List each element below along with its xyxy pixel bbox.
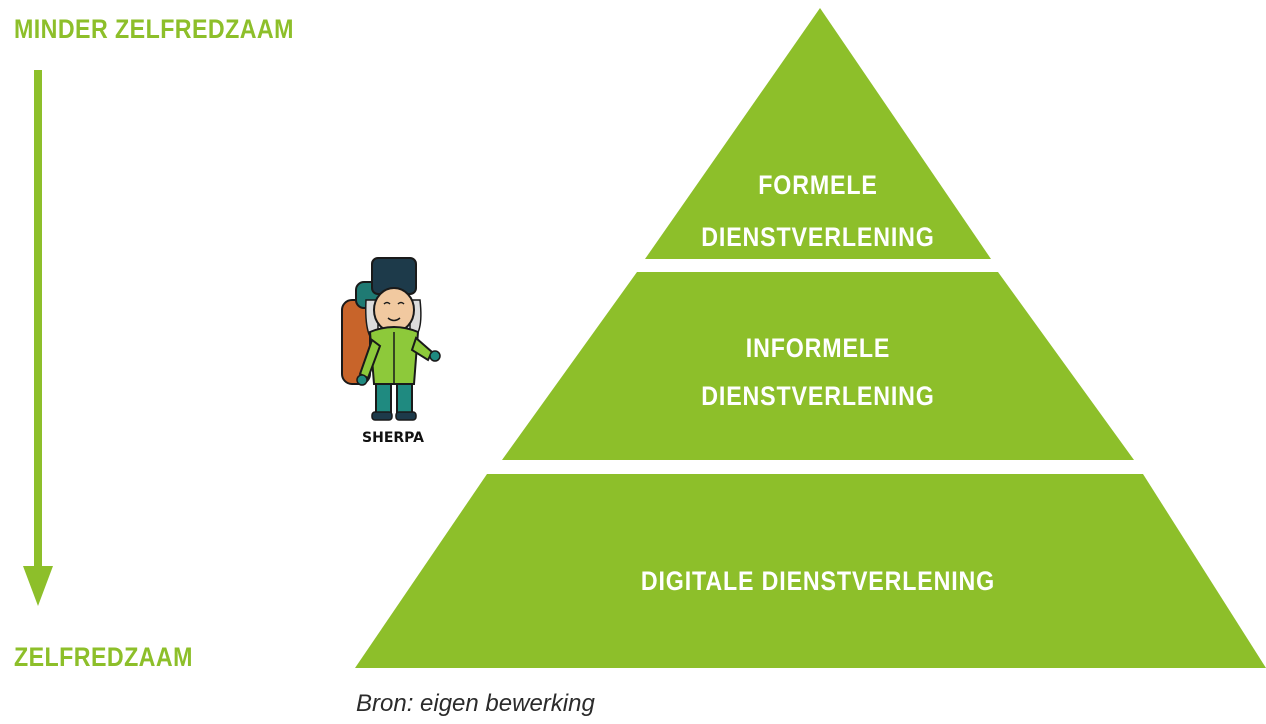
layer-formele-line-1: FORMELE [758, 170, 878, 200]
axis-label-minder-zelfredzaam: MINDER ZELFREDZAAM [14, 14, 294, 44]
pyramid-layer-formele [645, 8, 991, 259]
layer-digitale-line-1: DIGITALE DIENSTVERLENING [641, 566, 995, 596]
pyramid-layer-digitale [355, 474, 1266, 668]
down-arrow [23, 70, 53, 606]
layer-informele-line-2: DIENSTVERLENING [701, 381, 934, 411]
source-caption: Bron: eigen bewerking [356, 690, 595, 717]
layer-formele-line-2: DIENSTVERLENING [701, 222, 934, 252]
pyramid-layer-informele [502, 272, 1134, 460]
layer-informele-line-1: INFORMELE [746, 333, 890, 363]
axis-label-zelfredzaam: ZELFREDZAAM [14, 642, 193, 672]
sherpa-mascot-icon [341, 257, 441, 421]
sherpa-caption: SHERPA [362, 430, 424, 446]
